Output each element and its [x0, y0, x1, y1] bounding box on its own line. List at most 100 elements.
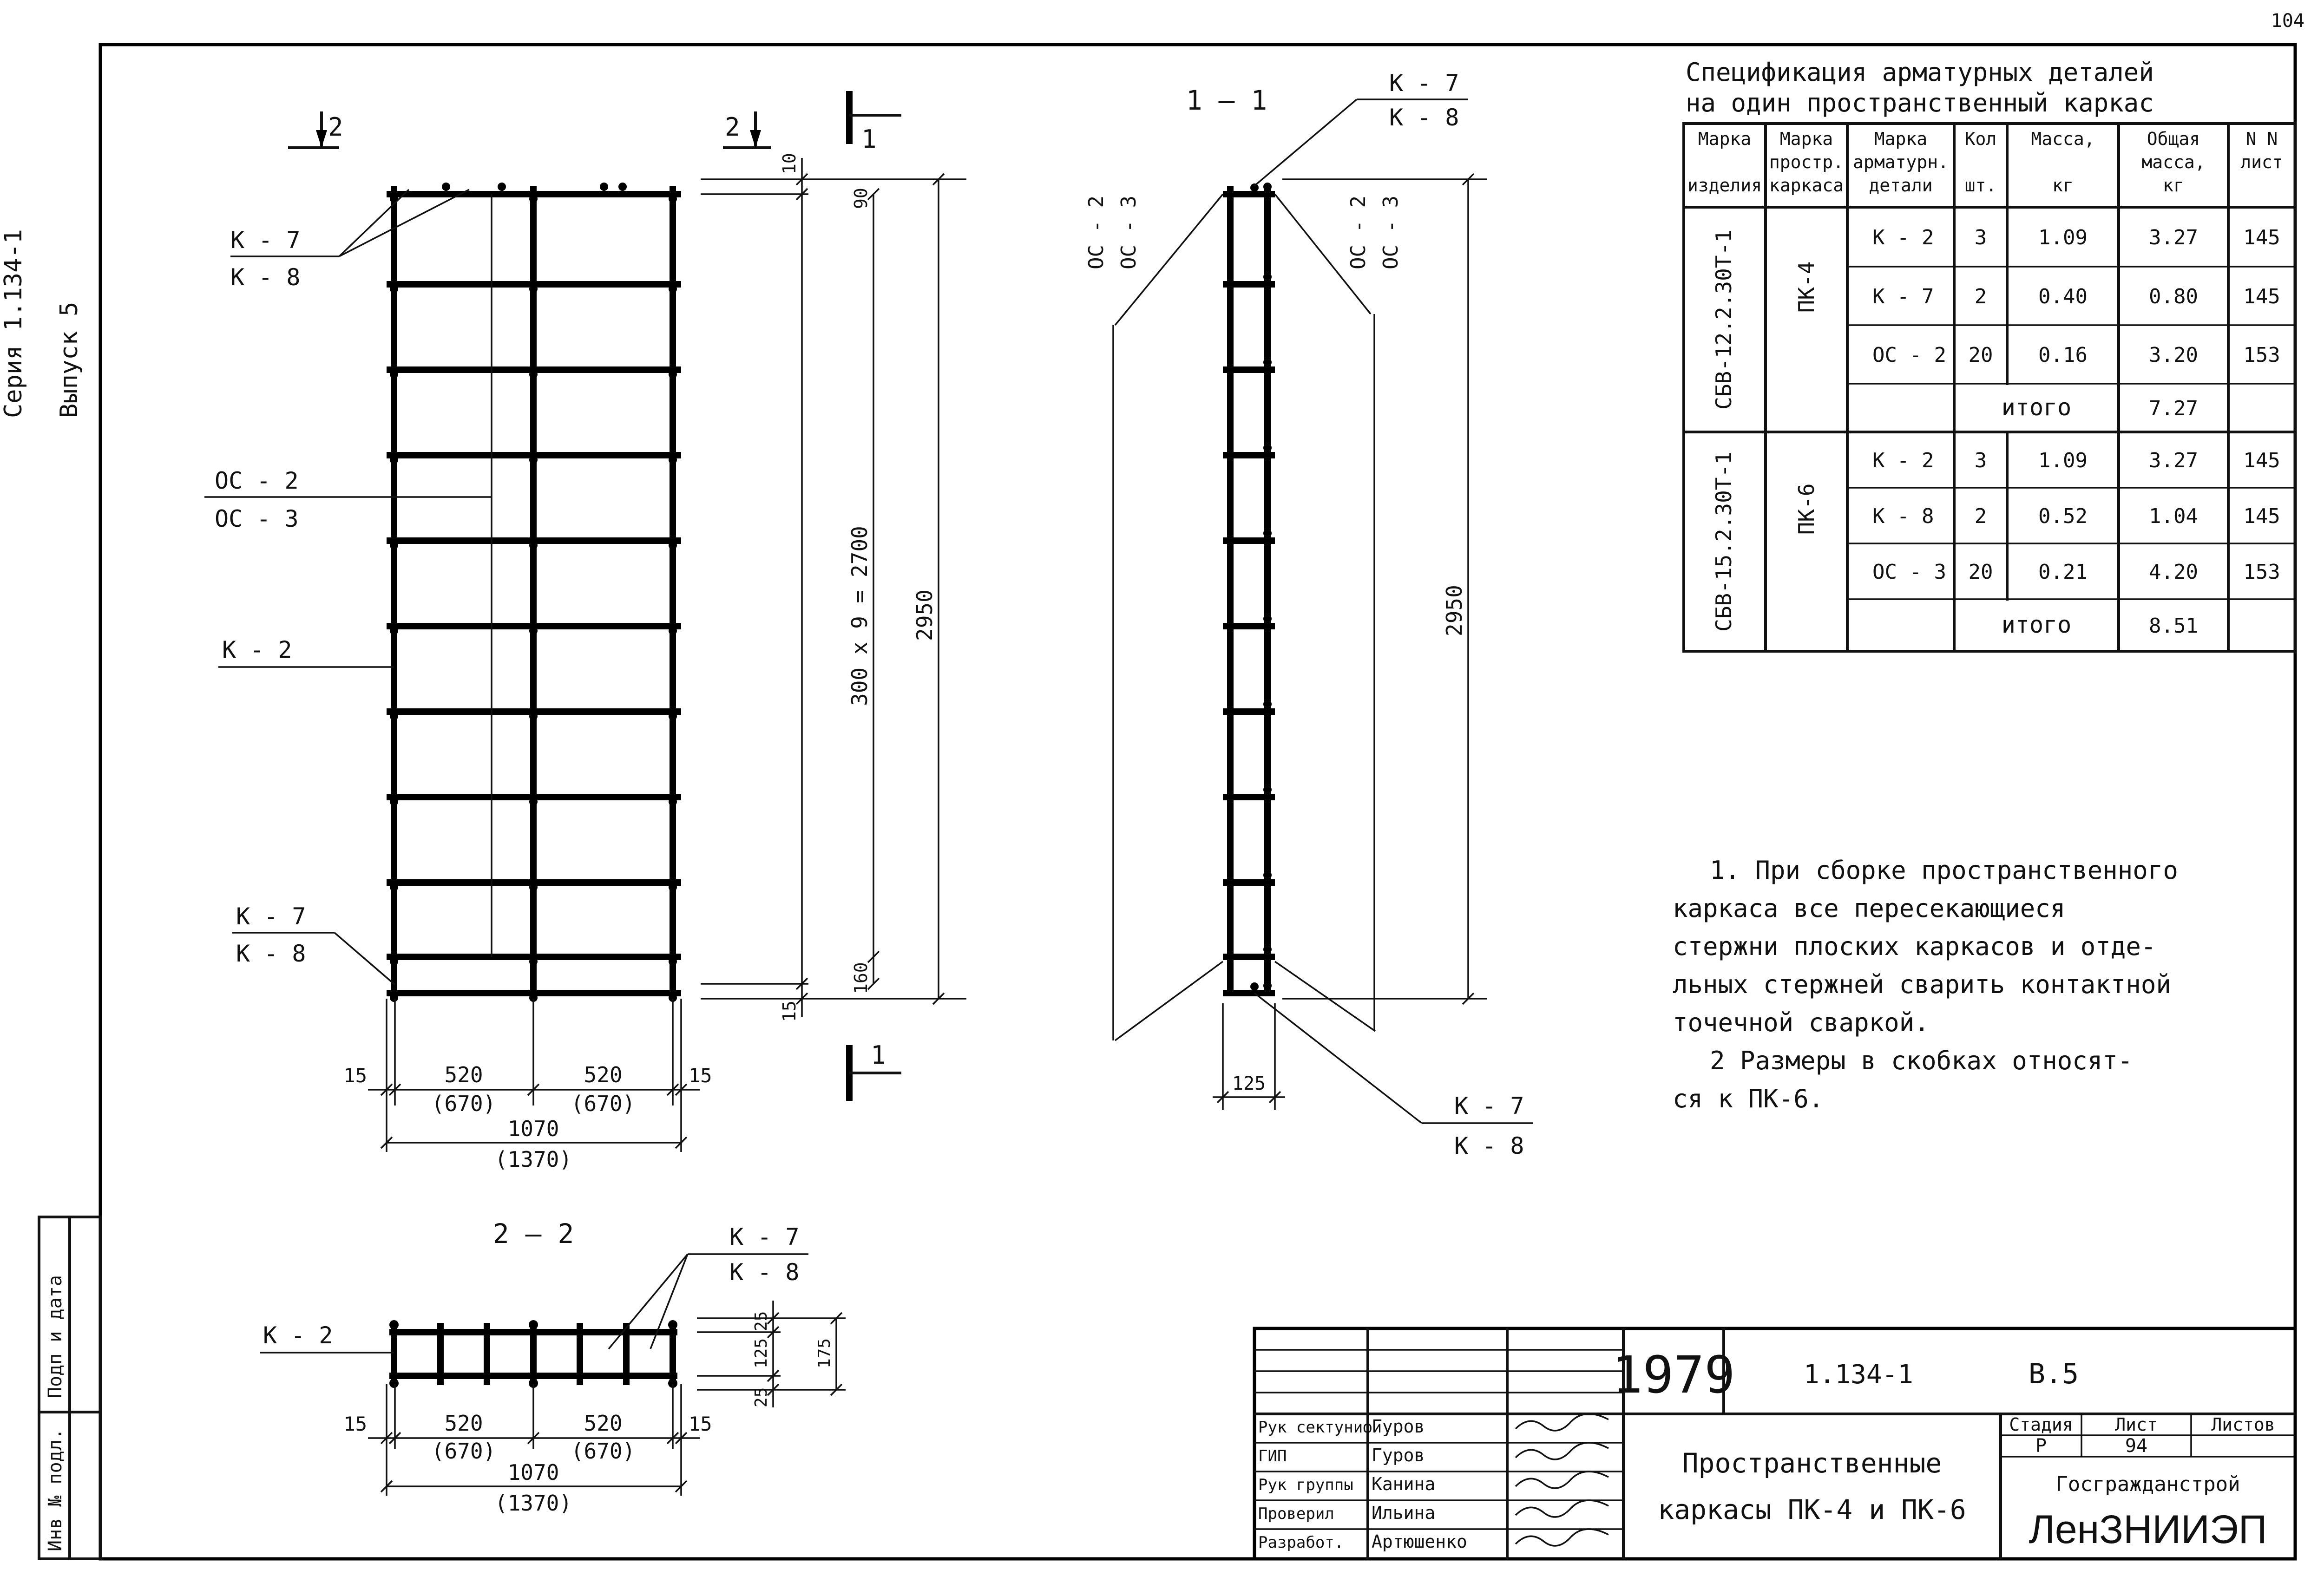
dim-10: 10	[779, 153, 800, 174]
note-line-1: каркаса все пересекающиеся	[1673, 894, 2065, 923]
spec-frame-0: ПК-4	[1794, 262, 1819, 313]
spec-header-1-2: каркаса	[1769, 175, 1844, 196]
spec-sheet: 145	[2243, 285, 2280, 308]
weld-dot	[529, 994, 538, 1002]
weld-dot	[668, 1379, 677, 1388]
s2-dim-1370: (1370)	[495, 1491, 572, 1516]
note-line-3: льных стержней сварить контактной	[1673, 970, 2171, 999]
spec-mass: 0.52	[2038, 504, 2088, 528]
tb-stage: Р	[2035, 1435, 2047, 1457]
label-k8-top: К - 8	[230, 264, 301, 291]
spec-mass: 0.16	[2038, 343, 2088, 367]
s2-dim-25-bottom: 25	[752, 1387, 771, 1407]
label-k7-bottom: К - 7	[236, 903, 306, 930]
tb-name-line1: Пространственные	[1682, 1447, 1942, 1479]
tb-sheet-label: Лист	[2115, 1414, 2158, 1435]
tb-person-0: Гуров	[1372, 1416, 1425, 1437]
tb-sheet: 94	[2125, 1435, 2147, 1457]
tb-person-1: Гуров	[1372, 1445, 1425, 1465]
tb-stage-label: Стадия	[2009, 1414, 2073, 1435]
spec-part: К - 2	[1872, 226, 1934, 249]
dim-520-a: 520	[444, 1062, 483, 1087]
section-2-2-title: 2 — 2	[493, 1218, 574, 1249]
spec-header-6-0: N N	[2246, 129, 2278, 149]
tb-org2: ЛенЗНИИЭП	[2029, 1507, 2267, 1552]
spec-part: К - 2	[1872, 449, 1934, 472]
signature-0	[1515, 1413, 1609, 1432]
dim-160: 160	[851, 962, 871, 994]
spec-total-value: 7.27	[2149, 397, 2198, 420]
tb-year: 1979	[1612, 1345, 1735, 1405]
section-mark-2-right: 2	[725, 112, 740, 142]
elevation-view: 2 2 1 1 К - 7 К - 8 ОС - 2 ОС - 3 К - 2 …	[204, 91, 966, 1172]
spec-mass: 1.09	[2038, 449, 2088, 472]
s1-label-oc3-right: ОС - 3	[1379, 196, 1403, 269]
note-line-6: ся к ПК-6.	[1673, 1084, 1824, 1113]
s2-label-k8: К - 8	[729, 1259, 800, 1286]
section-1-1: 1 — 1 К - 7 К - 8 ОС - 2 ОС - 3 ОС - 2 О…	[1084, 70, 1533, 1159]
drawing-frame	[98, 43, 2297, 1561]
tb-role-0: Рук сектунифи	[1258, 1418, 1382, 1437]
spec-header-2-0: Марка	[1874, 129, 1927, 149]
dim-height: 2950	[912, 589, 937, 641]
s2-dim-125: 125	[752, 1338, 771, 1368]
spec-qty: 3	[1975, 449, 1987, 472]
s1-dim-height: 2950	[1442, 585, 1467, 636]
spec-part: ОС - 2	[1872, 343, 1946, 367]
spec-header-2-1: арматурн.	[1853, 152, 1949, 172]
s2-dim-1070: 1070	[508, 1460, 559, 1485]
spec-sheet: 145	[2243, 449, 2280, 472]
s2-dim-670-a: (670)	[432, 1439, 496, 1464]
weld-dot	[529, 1320, 538, 1329]
dim-1070: 1070	[508, 1116, 559, 1141]
section-mark-1-top: 1	[861, 124, 877, 154]
tb-sheets-label: Листов	[2211, 1414, 2275, 1435]
label-k2: К - 2	[222, 636, 292, 663]
weld-dot	[668, 1320, 677, 1329]
spec-part: К - 8	[1872, 504, 1934, 528]
spec-frame-1: ПК-6	[1794, 484, 1819, 535]
series-label: Серия 1.134-1	[0, 229, 27, 418]
spec-header-3-0: Кол	[1965, 129, 1997, 149]
s2-label-k7: К - 7	[729, 1223, 800, 1250]
signature-4	[1515, 1528, 1609, 1547]
s1-label-k7-bottom: К - 7	[1454, 1092, 1524, 1119]
weld-dot	[1250, 982, 1259, 991]
spec-qty: 2	[1975, 285, 1987, 308]
spec-header-5-1: масса,	[2141, 152, 2205, 172]
signature-3	[1515, 1499, 1609, 1518]
s1-label-k8-bottom: К - 8	[1454, 1132, 1524, 1159]
section-mark-1-bottom: 1	[871, 1040, 886, 1070]
stamp-sign-label: Подп и дата	[45, 1275, 66, 1398]
spec-qty: 20	[1969, 343, 1993, 367]
spec-qty: 3	[1975, 226, 1987, 249]
spec-title-line1: Спецификация арматурных деталей	[1686, 58, 2154, 87]
dim-90: 90	[851, 188, 871, 209]
spec-total: 3.27	[2149, 226, 2198, 249]
tb-person-3: Ильина	[1372, 1503, 1435, 1523]
tb-person-4: Артюшенко	[1372, 1531, 1467, 1552]
s2-label-k2: К - 2	[263, 1322, 333, 1349]
s1-label-oc3-left: ОС - 3	[1117, 196, 1141, 269]
tb-role-3: Проверил	[1258, 1504, 1334, 1523]
dim-670-b: (670)	[571, 1091, 635, 1116]
spec-mass: 0.40	[2038, 285, 2088, 308]
spec-header-0-2: изделия	[1687, 175, 1762, 196]
weld-dot	[669, 994, 677, 1002]
s1-label-k7-top: К - 7	[1389, 70, 1459, 97]
spec-header-5-0: Общая	[2147, 129, 2200, 149]
s2-dim-25-top: 25	[752, 1311, 771, 1331]
dim-15-right: 15	[689, 1064, 712, 1087]
spec-header-row: МаркаизделияМаркапростр.каркасаМаркаарма…	[1687, 129, 2283, 196]
spec-total-value: 8.51	[2149, 614, 2198, 638]
section-mark-2-left: 2	[328, 112, 343, 142]
approval-stamp: Инв № подл. Подп и дата	[38, 1216, 102, 1560]
note-line-4: точечной сваркой.	[1673, 1008, 1930, 1037]
weld-dot	[389, 1379, 399, 1388]
label-k8-bottom: К - 8	[236, 940, 306, 967]
dim-15-bottom: 15	[779, 1001, 800, 1022]
specification-table: Спецификация арматурных деталей на один …	[1682, 58, 2297, 653]
